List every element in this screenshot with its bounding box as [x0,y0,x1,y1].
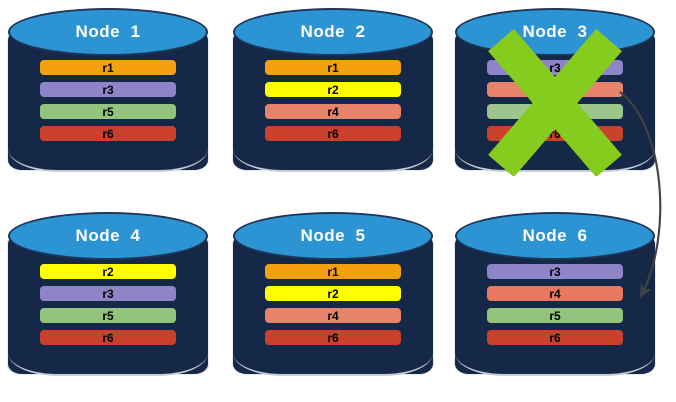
node-3-records: r3 r4 r5 r6 [487,60,623,141]
node-4-label: Node 4 [75,226,141,245]
node-3-record-r6[interactable]: r6 [487,126,623,141]
node-2-label: Node 2 [300,22,366,41]
node-3-record-r4[interactable]: r4 [487,82,623,97]
node-1[interactable]: r1 r3 r5 r6 Node 1 [8,8,208,188]
node-2-record-r1[interactable]: r1 [265,60,401,75]
node-3-top: Node 3 [455,8,655,56]
node-6-record-r5[interactable]: r5 [487,308,623,323]
node-4-record-r3[interactable]: r3 [40,286,176,301]
node-5-record-r1[interactable]: r1 [265,264,401,279]
node-1-record-r6[interactable]: r6 [40,126,176,141]
node-5-record-r4[interactable]: r4 [265,308,401,323]
node-3[interactable]: r3 r4 r5 r6 Node 3 [455,8,655,188]
node-6-records: r3 r4 r5 r6 [487,264,623,345]
node-5-record-r6[interactable]: r6 [265,330,401,345]
node-3-record-r5[interactable]: r5 [487,104,623,119]
node-1-top: Node 1 [8,8,208,56]
node-2-record-r6[interactable]: r6 [265,126,401,141]
node-2[interactable]: r1 r2 r4 r6 Node 2 [233,8,433,188]
node-5[interactable]: r1 r2 r4 r6 Node 5 [233,212,433,392]
node-2-record-r2[interactable]: r2 [265,82,401,97]
node-1-record-r3[interactable]: r3 [40,82,176,97]
node-4-record-r2[interactable]: r2 [40,264,176,279]
node-5-top: Node 5 [233,212,433,260]
node-1-records: r1 r3 r5 r6 [40,60,176,141]
node-5-records: r1 r2 r4 r6 [265,264,401,345]
node-4[interactable]: r2 r3 r5 r6 Node 4 [8,212,208,392]
node-6-record-r6[interactable]: r6 [487,330,623,345]
node-6-top: Node 6 [455,212,655,260]
node-1-record-r5[interactable]: r5 [40,104,176,119]
node-6-label: Node 6 [522,226,588,245]
node-2-record-r4[interactable]: r4 [265,104,401,119]
node-3-label: Node 3 [522,22,588,41]
node-1-record-r1[interactable]: r1 [40,60,176,75]
node-4-top: Node 4 [8,212,208,260]
node-5-record-r2[interactable]: r2 [265,286,401,301]
node-1-label: Node 1 [75,22,141,41]
node-6[interactable]: r3 r4 r5 r6 Node 6 [455,212,655,392]
node-6-record-r4[interactable]: r4 [487,286,623,301]
node-2-top: Node 2 [233,8,433,56]
node-4-record-r6[interactable]: r6 [40,330,176,345]
node-2-records: r1 r2 r4 r6 [265,60,401,141]
node-4-record-r5[interactable]: r5 [40,308,176,323]
node-5-label: Node 5 [300,226,366,245]
node-4-records: r2 r3 r5 r6 [40,264,176,345]
node-6-record-r3[interactable]: r3 [487,264,623,279]
node-3-record-r3[interactable]: r3 [487,60,623,75]
